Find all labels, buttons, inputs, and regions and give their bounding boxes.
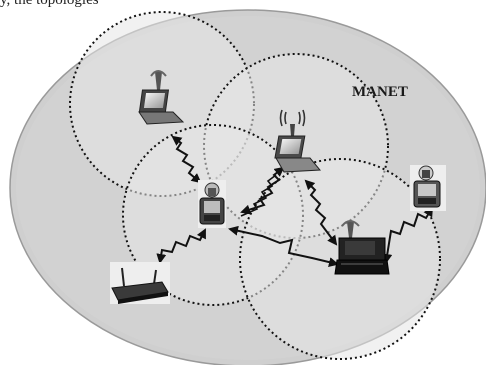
wireless-links bbox=[156, 135, 434, 267]
pda-device-icon bbox=[410, 165, 446, 211]
link-pda-center-to-router bbox=[156, 228, 206, 264]
link-pda-right-to-laptop-bottom bbox=[382, 206, 434, 264]
link-laptop-center-to-pda-center-b bbox=[240, 174, 277, 217]
wireless-router-icon bbox=[110, 262, 170, 304]
link-laptop-center-to-laptop-bottom bbox=[304, 179, 338, 246]
pda-device-icon bbox=[198, 180, 226, 228]
manet-label: MANET bbox=[352, 84, 408, 100]
laptop-with-antenna-icon bbox=[138, 70, 185, 125]
cropped-caption: y, the topologies bbox=[0, 0, 99, 8]
link-pda-center-to-laptop-bottom bbox=[228, 225, 339, 267]
laptop-with-antenna-icon bbox=[334, 220, 390, 275]
laptop-with-signal-icon bbox=[274, 109, 322, 173]
link-laptop-top-left-to-pda-center bbox=[171, 135, 202, 184]
